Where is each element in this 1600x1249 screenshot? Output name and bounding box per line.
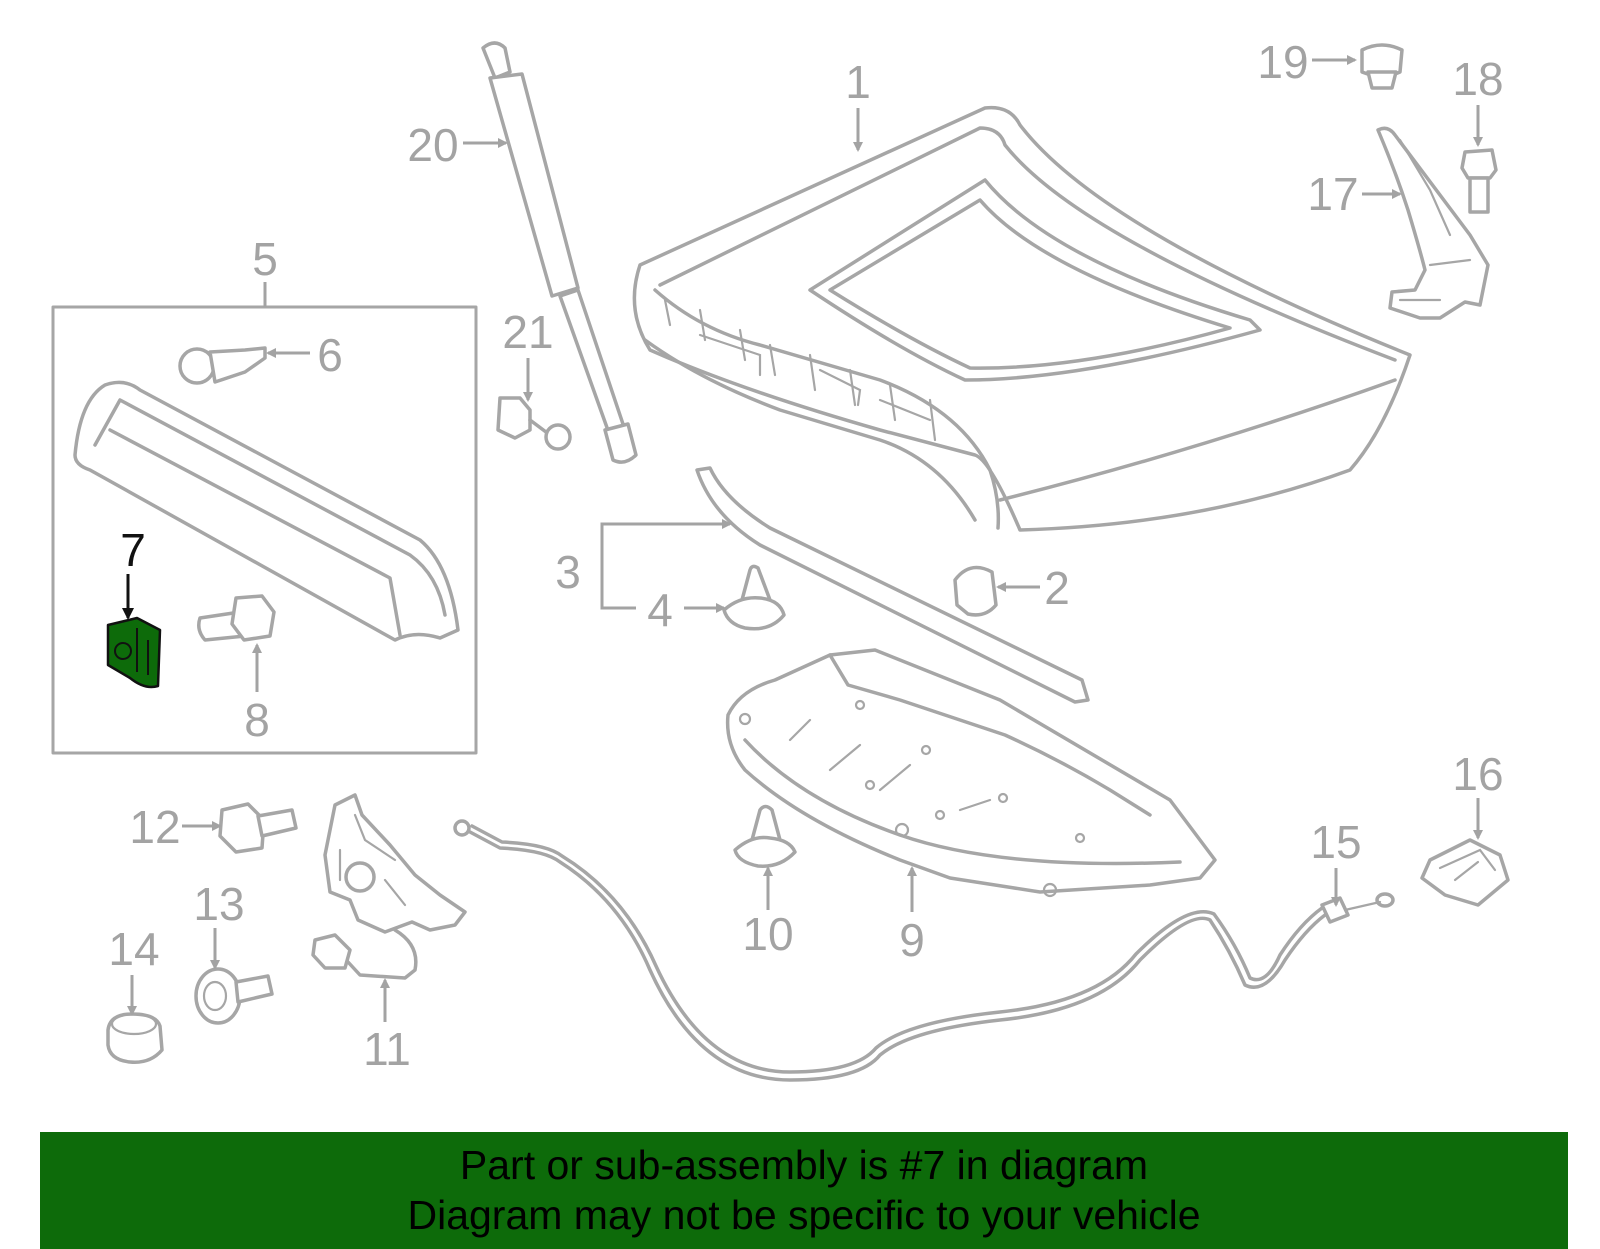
callout-16: 16 [1452, 748, 1503, 800]
callout-19: 19 [1257, 36, 1308, 88]
release-cable-part [453, 819, 1395, 1082]
callout-10: 10 [742, 908, 793, 960]
callout-15: 15 [1310, 816, 1361, 868]
callout-labels: 1 2 3 4 5 6 7 8 9 10 11 12 13 14 15 16 1… [108, 36, 1503, 1075]
callout-13: 13 [193, 878, 244, 930]
retainer-clip-4-part [722, 564, 786, 631]
callout-2: 2 [1044, 562, 1070, 614]
callout-20: 20 [407, 119, 458, 171]
hood-part [632, 105, 1412, 532]
grommet-13-part [194, 967, 274, 1025]
callout-4: 4 [647, 584, 673, 636]
hood-insulator-part [725, 648, 1217, 898]
callout-5: 5 [252, 233, 278, 285]
bolt-12-part [218, 802, 298, 854]
info-banner: Part or sub-assembly is #7 in diagram Di… [40, 1132, 1568, 1249]
bolt-8-part [197, 594, 276, 642]
callout-17: 17 [1307, 168, 1358, 220]
hinge-bolt-part [1460, 148, 1498, 214]
callout-21: 21 [502, 306, 553, 358]
callout-9: 9 [899, 914, 925, 966]
callout-12: 12 [129, 801, 180, 853]
hood-cap-part [1360, 43, 1404, 90]
hood-garnish-part [73, 380, 460, 642]
callout-11: 11 [363, 1023, 411, 1075]
release-handle-part [1420, 838, 1510, 907]
hood-cushion-part [953, 565, 998, 617]
leader-lines [122, 55, 1483, 1022]
plug-14-part [106, 1012, 164, 1064]
callout-3: 3 [555, 546, 581, 598]
clip-7-part-highlighted [106, 616, 162, 689]
callout-14: 14 [108, 923, 159, 975]
hood-latch-part [311, 793, 467, 980]
clip-10-part [733, 804, 797, 868]
hinge-part [1376, 126, 1490, 320]
weatherstrip-part [695, 466, 1090, 704]
hood-strut-part [481, 41, 638, 464]
banner-line-part-number: Part or sub-assembly is #7 in diagram [459, 1142, 1149, 1188]
banner-line-disclaimer: Diagram may not be specific to your vehi… [407, 1192, 1201, 1238]
clip-6-part [178, 346, 267, 385]
callout-18: 18 [1452, 53, 1503, 105]
ball-stud-part [496, 396, 572, 451]
callout-8: 8 [244, 694, 270, 746]
callout-1: 1 [845, 56, 871, 108]
callout-7-highlighted: 7 [120, 524, 146, 576]
callout-6: 6 [317, 329, 343, 381]
